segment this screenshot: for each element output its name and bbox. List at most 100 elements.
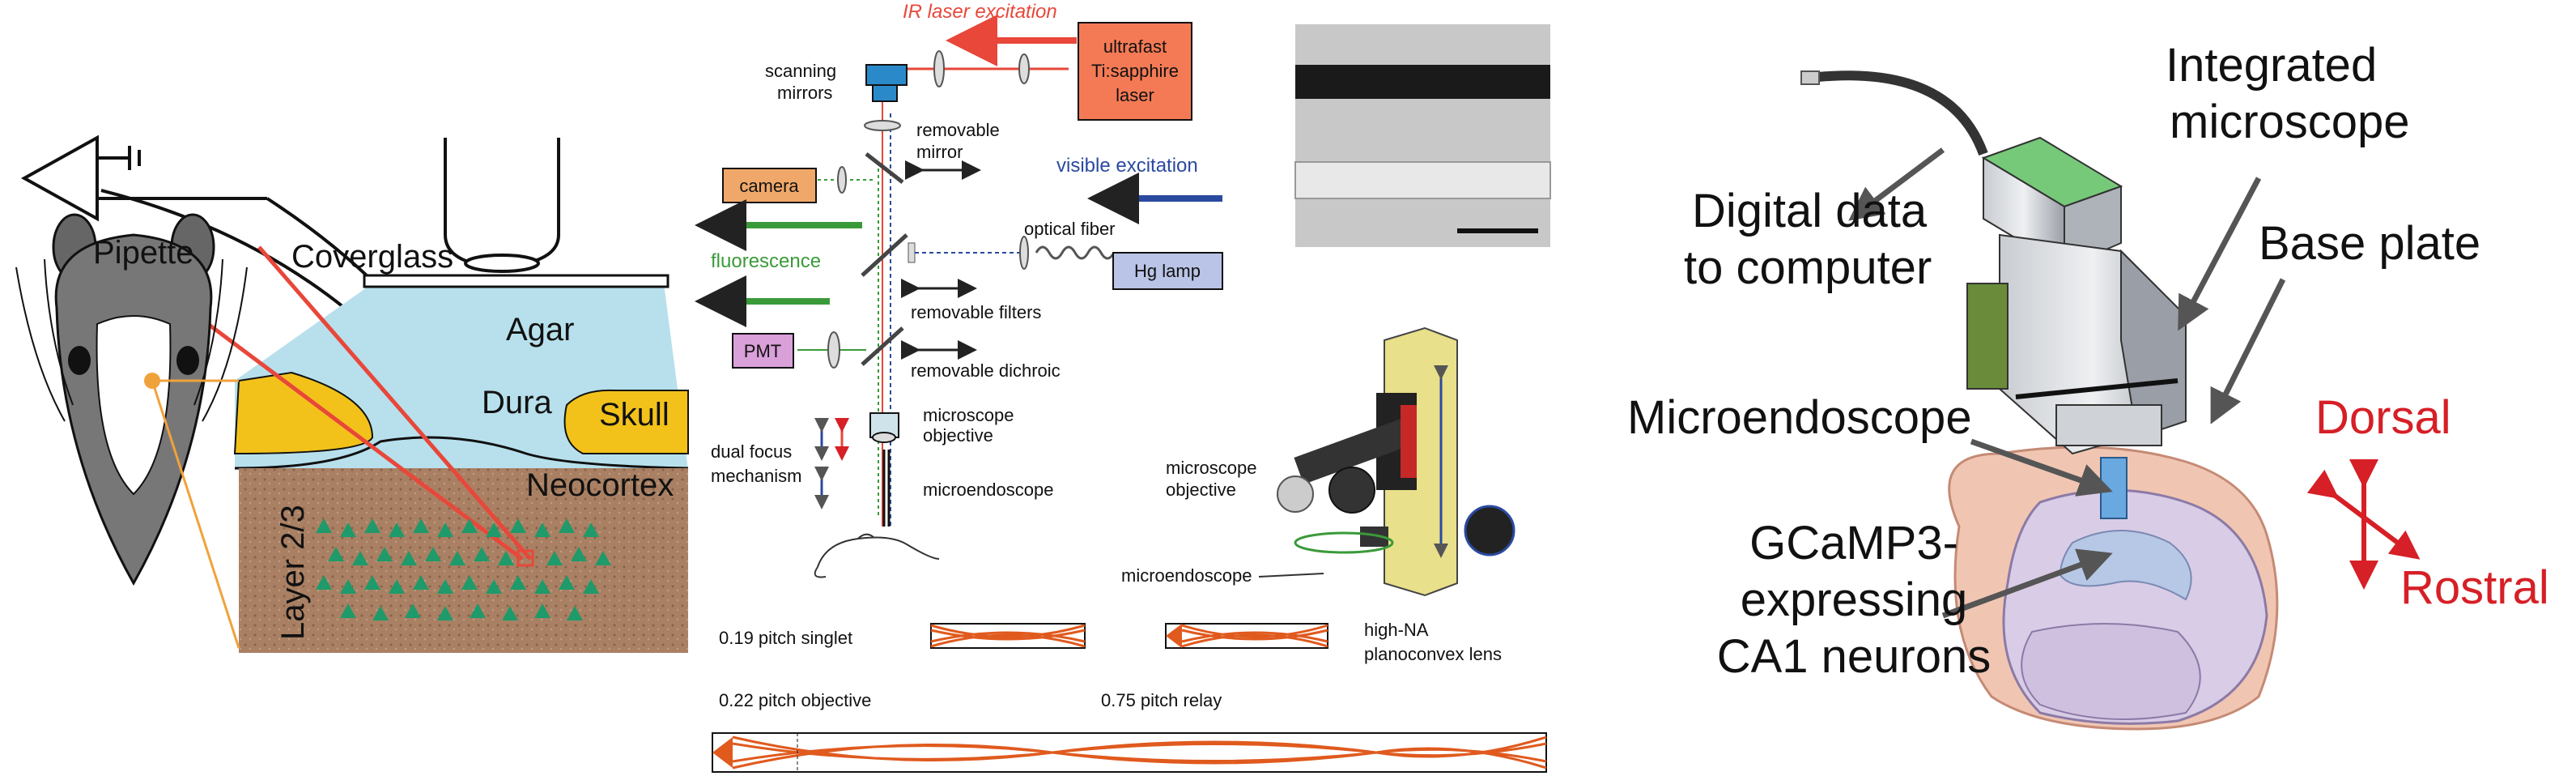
dual-focus-label-1: dual focus [711,441,792,462]
scanning-label-2: mirrors [777,83,832,103]
dura-label: Dura [482,385,552,420]
microendoscope-label-right: Microendoscope [1627,391,1972,444]
integrated-microscope-shape [1966,136,2187,455]
middle-panel: IR laser excitation ultrafast Ti:sapphir… [695,1,1551,773]
microendoscope-label: microendoscope [923,480,1053,500]
scanning-mirrors-box [865,64,908,86]
integrated-pointer [2178,177,2262,331]
neocortex-label: Neocortex [526,467,674,503]
scanning-label-1: scanning [765,61,836,81]
objective-label-2: objective [923,425,993,446]
mouse-sketch-icon [814,533,940,578]
scope-3d [1277,326,1515,597]
photo-rod-light [1294,161,1551,199]
hg-lamp-label: Hg lamp [1134,261,1201,281]
removable-filters-label: removable filters [911,302,1041,322]
digital-label-1: Digital data [1692,185,1928,237]
lens-2 [1018,53,1030,84]
laser-line-2: Ti:sapphire [1091,61,1179,81]
digital-label-2: to computer [1684,241,1932,294]
scanning-mirrors-base [872,84,898,102]
relay-pitch-label: 0.75 pitch relay [1101,690,1222,710]
skull-label: Skull [599,397,670,433]
camera-box [722,168,817,203]
optical-fiber-shape [1035,245,1116,260]
singlet-rays [930,624,1086,648]
camera-label: camera [739,176,799,196]
target-neuron-marker [516,549,534,567]
objective-3d-label-2: objective [1166,480,1236,500]
cortex-tissue [239,468,688,653]
ir-laser-label: IR laser excitation [903,1,1057,23]
singlet-label: 0.19 pitch singlet [719,628,852,648]
objective-icon [444,138,560,273]
microendoscope-lens [2100,457,2128,519]
removable-mirror-label-2: mirror [916,142,963,162]
direction-compass [2306,459,2421,590]
laser-line-3: laser [1116,85,1154,105]
camera-lens [837,166,847,194]
photo-panel [1295,24,1550,247]
agar-label: Agar [506,312,575,347]
scan-lens [864,120,901,131]
lens-1 [933,50,945,87]
objective-label-1: microscope [923,405,1014,425]
removable-dichroic-label: removable dichroic [911,360,1061,381]
dichroic-shape [861,326,904,366]
relay-rays [732,735,1547,770]
rostral-label: Rostral [2400,561,2549,614]
hg-lamp-box [1112,252,1223,290]
right-panel: Integrated microscope Digital data to co… [1627,39,2549,731]
skull-right-shape [563,389,689,454]
gcamp-label-1: GCaMP3- [1749,517,1958,569]
data-cable [1817,70,1988,156]
objective-lens [872,432,896,443]
visible-excitation-label: visible excitation [1056,155,1198,177]
planoconvex-lens [1166,624,1182,648]
coverglass-shape [363,274,670,288]
relay-lens [712,737,733,768]
gcamp-label-2: expressing [1741,573,1967,626]
integrated-label-1: Integrated [2166,39,2377,92]
filter-mirror-shape [861,233,908,277]
coverglass-label: Coverglass [291,239,453,275]
fiber-coupler [1019,236,1029,270]
mouse-head-icon [15,213,248,649]
baseplate-pointer [2210,278,2286,424]
dura-line [234,436,689,470]
pmt-lens [827,331,840,369]
microendoscope-3d-pointer [1258,573,1324,578]
brain-lower [2021,623,2201,720]
left-panel: Pipette Coverglass Agar Dura Skull Neoco… [15,134,689,653]
objective-3d-label-1: microscope [1166,458,1256,478]
integrated-label-2: microscope [2170,96,2410,148]
gcamp-pointer [1941,548,2113,619]
removable-mirror-label-1: removable [916,120,1000,140]
pmt-box [732,333,794,369]
cable-connector [1800,70,1820,85]
filter-1 [908,242,916,263]
dorsal-label: Dorsal [2315,391,2451,444]
dual-focus-label-2: mechanism [711,466,801,486]
microendoscope-3d-label: microendoscope [1121,565,1252,586]
planoconvex-rays [1181,624,1328,648]
neurons [316,518,611,620]
planoconvex-label-1: high-NA [1364,620,1429,640]
pipette-label: Pipette [93,235,194,271]
layer-label: Layer 2/3 [275,505,311,640]
laser-line-1: ultrafast [1103,36,1167,57]
objective-pitch-label: 0.22 pitch objective [719,690,871,710]
relay-box [712,732,1547,773]
skull-left-shape [233,371,374,455]
pipette-line-2 [257,245,532,561]
pmt-label: PMT [744,341,781,361]
laser-box [1078,22,1192,121]
microendoscope-pointer [1970,438,2113,497]
removable-mirror-shape [865,152,904,184]
planoconvex-label-2: planoconvex lens [1364,644,1502,664]
photo-rod-dark [1295,65,1550,99]
fluorescence-label: fluorescence [711,250,821,272]
baseplate-label: Base plate [2259,217,2480,270]
gcamp-label-3: CA1 neurons [1717,630,1992,683]
